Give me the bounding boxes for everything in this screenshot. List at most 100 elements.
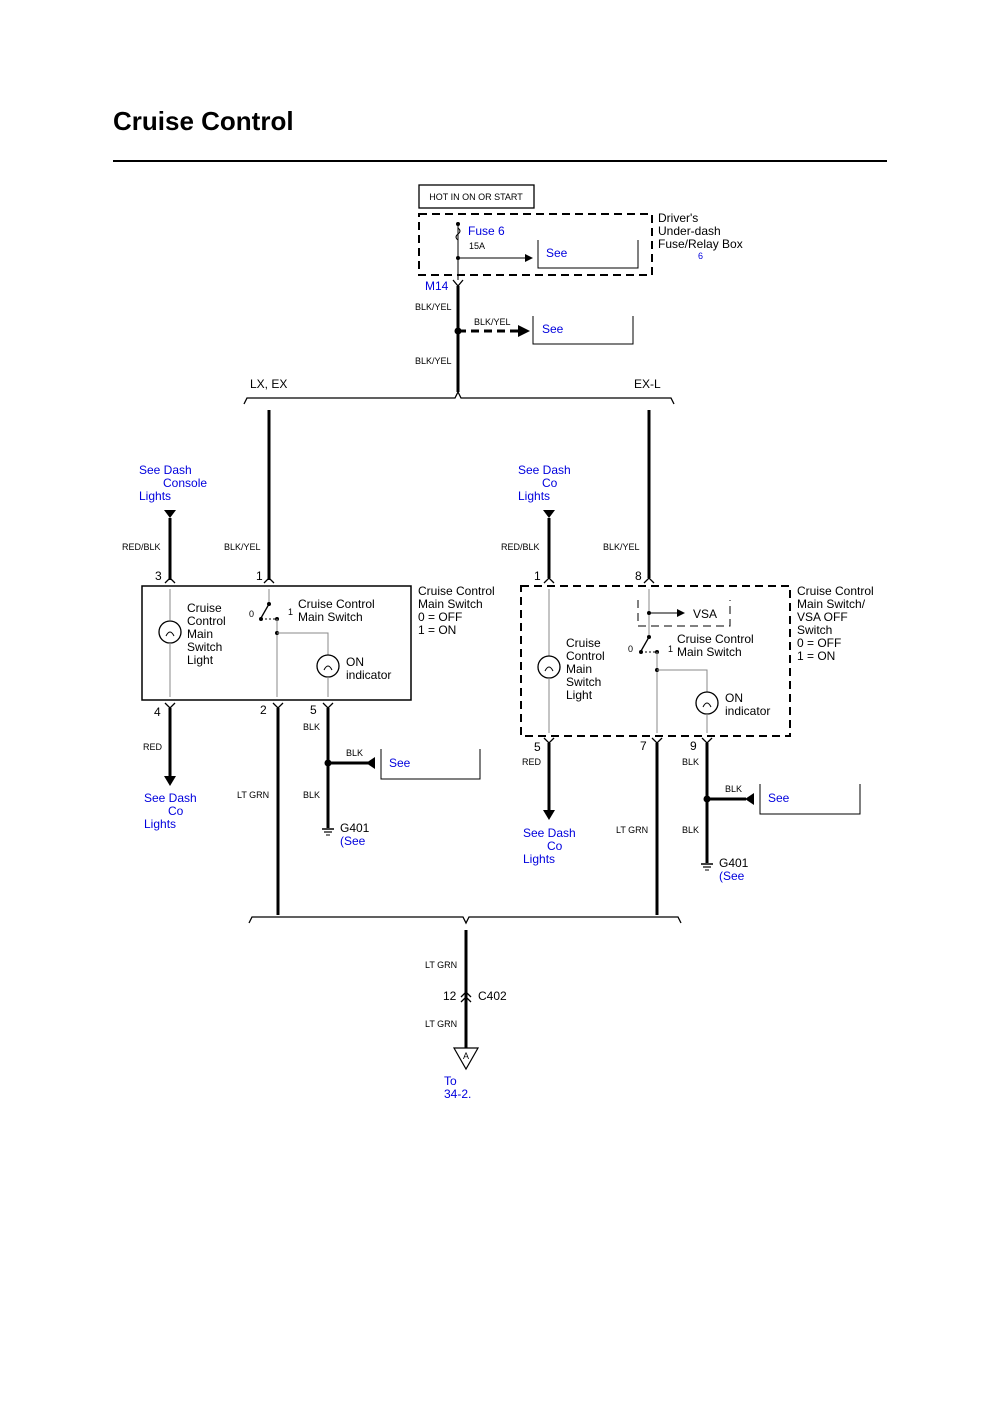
see-box-1 bbox=[537, 240, 639, 269]
right-wire-blk-branch: BLK bbox=[725, 784, 742, 794]
connector-a-label: A bbox=[463, 1051, 469, 1061]
left-dash-bottom-3[interactable]: Lights bbox=[144, 817, 176, 831]
right-dash-top-3[interactable]: Lights bbox=[518, 489, 550, 503]
left-dash-top-2[interactable]: Console bbox=[163, 476, 207, 490]
to-link-2[interactable]: 34-2. bbox=[444, 1087, 471, 1101]
right-light-label-4: Switch bbox=[566, 675, 601, 689]
right-pin-7: 7 bbox=[640, 739, 647, 753]
bottom-section: LT GRN 12 C402 LT GRN A To 34-2. bbox=[248, 916, 682, 1101]
right-pin-9: 9 bbox=[690, 739, 697, 753]
right-see-box bbox=[759, 784, 861, 815]
right-dash-top-2[interactable]: Co bbox=[542, 476, 558, 490]
right-variant: See Dash Co Lights RED/BLK BLK/YEL 1 8 C… bbox=[501, 410, 874, 915]
box-label-line3: Fuse/Relay Box bbox=[658, 237, 743, 251]
right-switch-title-1: Cruise Control bbox=[797, 584, 874, 598]
right-switch-box bbox=[520, 585, 791, 737]
left-ground-label: G401 bbox=[340, 821, 370, 835]
left-dash-bottom-1[interactable]: See Dash bbox=[144, 791, 197, 805]
right-switch-title-2: Main Switch/ bbox=[797, 597, 866, 611]
left-switch-title-1: Cruise Control bbox=[418, 584, 495, 598]
left-wire-blk-1: BLK bbox=[303, 722, 320, 732]
right-light-label-5: Light bbox=[566, 688, 593, 702]
left-pos-1: 1 bbox=[288, 607, 293, 617]
vsa-box bbox=[637, 600, 731, 627]
left-light-label-3: Main bbox=[187, 627, 213, 641]
left-see-box bbox=[380, 749, 481, 780]
right-light-label-1: Cruise bbox=[566, 636, 601, 650]
right-ground-label: G401 bbox=[719, 856, 749, 870]
box-label-line1: Driver's bbox=[658, 211, 698, 225]
right-dash-bottom-2[interactable]: Co bbox=[547, 839, 563, 853]
left-wire-blk-2: BLK bbox=[303, 790, 320, 800]
right-switch-title-3: VSA OFF bbox=[797, 610, 848, 624]
right-ground-see[interactable]: (See bbox=[719, 869, 745, 883]
bottom-pin-12: 12 bbox=[443, 989, 457, 1003]
right-wire-blk-2: BLK bbox=[682, 825, 699, 835]
left-dash-bottom-2[interactable]: Co bbox=[168, 804, 184, 818]
left-wire-red-blk: RED/BLK bbox=[122, 542, 161, 552]
left-dash-top-3[interactable]: Lights bbox=[139, 489, 171, 503]
right-light-label-2: Control bbox=[566, 649, 605, 663]
left-light-label-5: Light bbox=[187, 653, 214, 667]
bottom-wire-lt-grn-2: LT GRN bbox=[425, 1019, 457, 1029]
vsa-label: VSA bbox=[693, 607, 717, 621]
left-pin-5: 5 bbox=[310, 703, 317, 717]
right-on-label-2: indicator bbox=[725, 704, 770, 718]
left-pin-4: 4 bbox=[154, 705, 161, 719]
right-pin-5: 5 bbox=[534, 740, 541, 754]
left-on-label-1: ON bbox=[346, 655, 364, 669]
left-sw-label-2: Main Switch bbox=[298, 610, 363, 624]
left-pin-3: 3 bbox=[155, 569, 162, 583]
box-label-line2: Under-dash bbox=[658, 224, 721, 238]
wire-blk-yel-1: BLK/YEL bbox=[415, 302, 452, 312]
right-pin-1: 1 bbox=[534, 569, 541, 583]
right-sw-label-2: Main Switch bbox=[677, 645, 742, 659]
left-switch-box bbox=[141, 585, 412, 701]
left-switch-title-2: Main Switch bbox=[418, 597, 483, 611]
left-wire-lt-grn: LT GRN bbox=[237, 790, 269, 800]
left-wire-blk-branch: BLK bbox=[346, 748, 363, 758]
hot-label: HOT IN ON OR START bbox=[429, 192, 523, 202]
left-variant: See Dash Console Lights RED/BLK BLK/YEL … bbox=[122, 410, 495, 915]
connector-a-triangle bbox=[452, 1047, 480, 1071]
left-ground-see[interactable]: (See bbox=[340, 834, 366, 848]
right-switch-title-5: 0 = OFF bbox=[797, 636, 841, 650]
see-link-1[interactable]: See bbox=[546, 246, 568, 260]
right-switch-title-4: Switch bbox=[797, 623, 832, 637]
bottom-wire-lt-grn-1: LT GRN bbox=[425, 960, 457, 970]
left-on-label-2: indicator bbox=[346, 668, 391, 682]
left-pos-0: 0 bbox=[249, 609, 254, 619]
left-light-label-1: Cruise bbox=[187, 601, 222, 615]
left-pin-1: 1 bbox=[256, 569, 263, 583]
see-link-2[interactable]: See bbox=[542, 322, 564, 336]
wire-blk-yel-branch: BLK/YEL bbox=[474, 317, 511, 327]
c402-connector bbox=[460, 991, 472, 1003]
right-switch-blade bbox=[640, 636, 650, 652]
left-wire-blk-yel: BLK/YEL bbox=[224, 542, 261, 552]
fuse-symbol bbox=[455, 227, 461, 241]
right-wire-red: RED bbox=[522, 757, 542, 767]
left-wire-red: RED bbox=[143, 742, 163, 752]
to-link-1[interactable]: To bbox=[444, 1074, 457, 1088]
right-on-label-1: ON bbox=[725, 691, 743, 705]
right-dash-top-1[interactable]: See Dash bbox=[518, 463, 571, 477]
left-see-link[interactable]: See bbox=[389, 756, 411, 770]
hot-label-box bbox=[418, 184, 535, 209]
variant-right-label: EX-L bbox=[634, 377, 661, 391]
right-wire-blk-yel: BLK/YEL bbox=[603, 542, 640, 552]
m14-label: M14 bbox=[425, 279, 449, 293]
right-dash-bottom-3[interactable]: Lights bbox=[523, 852, 555, 866]
left-light-label-2: Control bbox=[187, 614, 226, 628]
right-wire-blk-1: BLK bbox=[682, 757, 699, 767]
right-pin-8: 8 bbox=[635, 569, 642, 583]
c402-label: C402 bbox=[478, 989, 507, 1003]
wire-blk-yel-2: BLK/YEL bbox=[415, 356, 452, 366]
left-light-label-4: Switch bbox=[187, 640, 222, 654]
see-box-2 bbox=[532, 316, 634, 345]
page-title: Cruise Control bbox=[113, 106, 294, 136]
right-dash-bottom-1[interactable]: See Dash bbox=[523, 826, 576, 840]
left-dash-top-1[interactable]: See Dash bbox=[139, 463, 192, 477]
right-sw-label-1: Cruise Control bbox=[677, 632, 754, 646]
right-see-link[interactable]: See bbox=[768, 791, 790, 805]
